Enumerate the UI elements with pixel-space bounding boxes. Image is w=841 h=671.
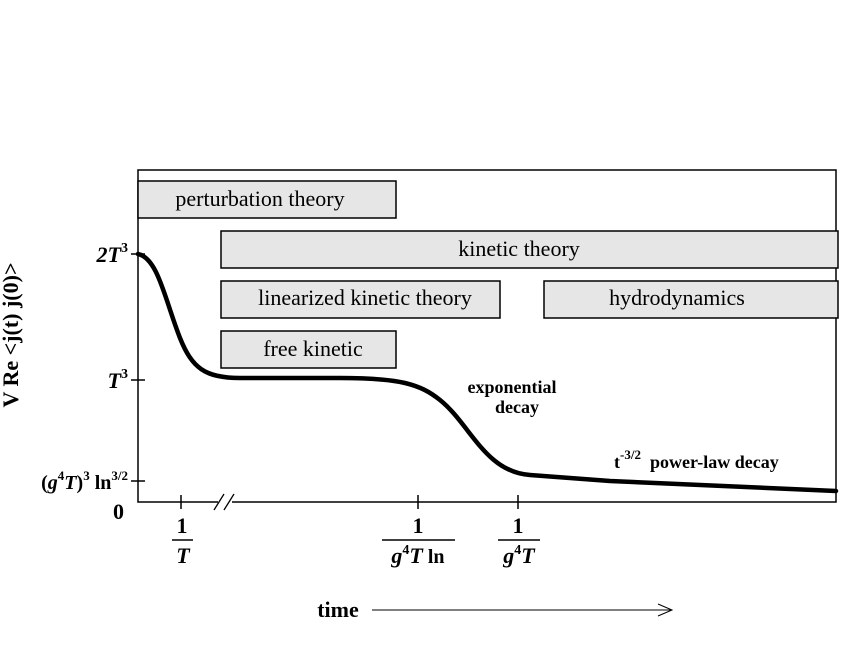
ytick-t3-base: T [108,368,123,393]
regime-free-kinetic-label: free kinetic [263,336,363,361]
plot-frame [137,169,837,503]
power-law-t: t [614,452,620,472]
power-law-exp: -3/2 [620,447,641,462]
regime-linearized-label: linearized kinetic theory [258,285,472,310]
x-axis-label: time [317,597,359,622]
xtick-inv-g4t-num: 1 [513,513,524,538]
ytick-t3-sup: 3 [121,367,128,382]
ytick-2t3-sup: 3 [121,241,128,256]
ytick-g4t-ln: ln [90,472,112,494]
correlator-curve [135,251,839,494]
exponential-decay-line2: decay [495,397,539,417]
xtick-inv-g4t-ln-num: 1 [413,513,424,538]
xtick-inv-g4t-ln-g-sup: 4 [402,543,409,558]
regime-kinetic-box: kinetic theory [220,230,839,269]
ytick-label-zero: 0 [113,499,124,524]
ytick-g4t-close-sup: 3 [83,468,90,483]
ytick-g4t-t: T [64,472,77,494]
xtick-inv-g4t-g-sup: 4 [514,543,521,558]
ytick-g4t-open: ( [41,472,48,494]
y-axis-label: V Re <j(t) j(0)> [0,263,23,408]
regime-hydro-box: hydrodynamics [543,280,839,319]
xtick-label-inv-g4t-ln: 1 g4T ln [382,513,455,568]
xtick-inv-t-den: T [176,543,191,568]
xtick-inv-g4t-ln-t: T [409,543,424,568]
regime-perturbation-label: perturbation theory [175,186,344,211]
time-arrow [372,603,674,617]
regime-perturbation-box: perturbation theory [137,180,397,219]
xtick-inv-g4t-g: g [502,543,514,568]
xtick-inv-g4t-t: T [521,543,536,568]
ytick-label-2t3: 2T3 [96,241,128,267]
ytick-g4t-ln-sup: 3/2 [111,468,128,483]
xtick-label-inv-t: 1 T [172,513,193,568]
xtick-inv-g4t-den: g4T [502,543,536,568]
regime-free-kinetic-box: free kinetic [220,330,397,369]
power-law-annotation: t-3/2 power-law decay [614,447,779,472]
ytick-g4t-g: g [47,472,58,494]
xtick-inv-g4t-ln-g: g [390,543,402,568]
ytick-g4t-g-sup: 4 [58,468,65,483]
xtick-inv-g4t-ln-ln: ln [423,546,445,568]
ytick-g4t-close: ) [77,472,84,494]
ytick-label-g4t: (g4T)3 ln3/2 [41,468,128,494]
regime-hydro-label: hydrodynamics [609,285,745,310]
power-law-text: power-law decay [641,452,779,472]
regime-linearized-box: linearized kinetic theory [220,280,501,319]
axis-break-mark [213,493,235,511]
xtick-inv-g4t-ln-den: g4T ln [390,543,444,568]
xtick-inv-t-num: 1 [177,513,188,538]
ytick-2t3-base: 2T [96,242,123,267]
ytick-label-t3: T3 [108,367,128,393]
xtick-label-inv-g4t: 1 g4T [498,513,540,568]
regime-kinetic-label: kinetic theory [458,236,580,261]
exponential-decay-line1: exponential [467,377,556,397]
